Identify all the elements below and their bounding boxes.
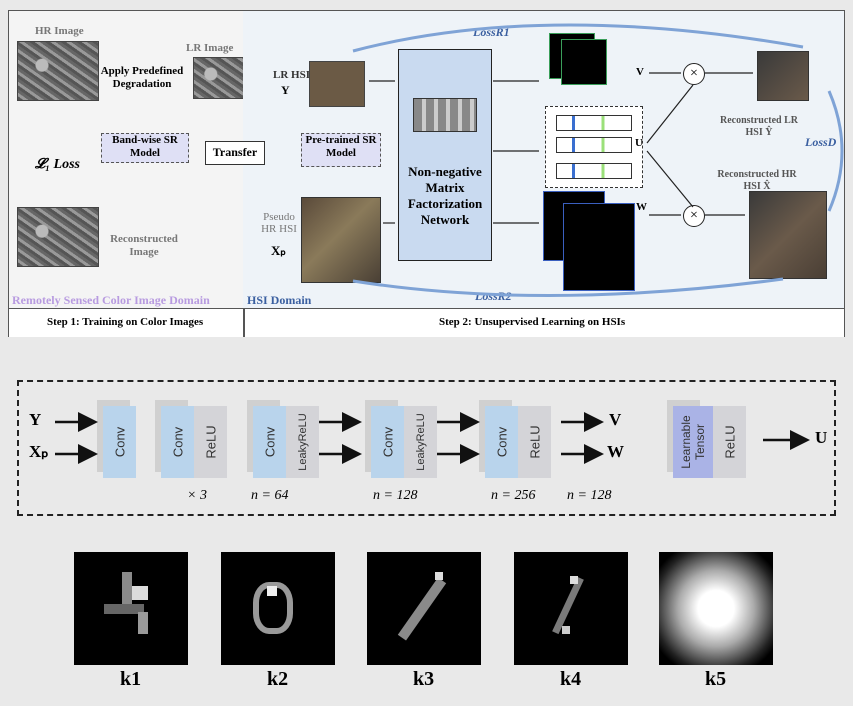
relu-layer-2: ReLU <box>518 406 551 478</box>
color-domain-label: Remotely Sensed Color Image Domain <box>12 293 210 307</box>
loss-r2-label: LossR2 <box>475 289 512 303</box>
output-v: V <box>609 410 622 429</box>
lr-image-label: LR Image <box>186 42 234 54</box>
network-architecture: Y Xₚ Conv Conv ReLU × 3 Conv LeakyReLU n… <box>17 380 836 516</box>
multiply-top: × <box>683 63 705 85</box>
v-maps-front <box>561 39 607 85</box>
recon-hr-cube <box>749 191 827 279</box>
l1-loss-label: 𝓛₁ Loss <box>35 157 81 172</box>
nmf-network-box: Non-negative Matrix Factorization Networ… <box>398 49 492 261</box>
recon-hr-label: Reconstructed HR HSI X̂ <box>717 169 797 192</box>
conv-layer-2: Conv <box>161 406 194 478</box>
nmf-label: Non-negative Matrix Factorization Networ… <box>407 164 483 227</box>
flow-arrows <box>352 23 844 298</box>
u-matrix-box <box>545 106 643 188</box>
figure-footer: Step 1: Training on Color Images Step 2:… <box>9 308 844 337</box>
pseudo-hr-cube <box>301 197 381 283</box>
v-symbol: V <box>636 66 644 78</box>
u-symbol: U <box>635 137 643 149</box>
input-y: Y <box>29 410 42 429</box>
reconstructed-image-label: Reconstructed Image <box>110 233 178 258</box>
pipeline-figure: HR Image LR Image Apply Predefined Degra… <box>8 10 845 337</box>
conv-layer-3: Conv <box>253 406 286 478</box>
kernel-3-label: k3 <box>413 668 435 690</box>
footer-separator <box>243 309 245 337</box>
bandwise-sr-model: Band-wise SR Model <box>101 133 189 163</box>
hsi-domain-label: HSI Domain <box>247 293 312 307</box>
kernel-3 <box>367 552 481 665</box>
n128-note-b: n = 128 <box>567 488 612 503</box>
hr-image-label: HR Image <box>35 25 84 37</box>
recon-lr-label: Reconstructed LR HSI Ŷ <box>719 115 799 138</box>
pretrained-sr-model: Pre-trained SR Model <box>301 133 381 167</box>
kernel-1 <box>74 552 188 665</box>
conv-layer-5: Conv <box>485 406 518 478</box>
kernel-4-label: k4 <box>560 668 582 690</box>
leaky-layer-2: LeakyReLU <box>404 406 437 478</box>
network-icon <box>413 98 477 132</box>
u-row-2 <box>556 137 632 153</box>
lr-image <box>193 57 251 99</box>
output-w: W <box>607 442 624 461</box>
w-symbol: W <box>636 201 647 213</box>
n256-note: n = 256 <box>491 488 536 503</box>
conv-layer-4: Conv <box>371 406 404 478</box>
step1-panel: HR Image LR Image Apply Predefined Degra… <box>9 11 251 308</box>
leaky-layer-1: LeakyReLU <box>286 406 319 478</box>
footer-step1: Step 1: Training on Color Images <box>47 316 204 328</box>
times3-note: × 3 <box>187 488 207 503</box>
output-u: U <box>815 428 828 447</box>
u-row-1 <box>556 115 632 131</box>
learnable-tensor: Learnable Tensor <box>673 406 713 478</box>
step2-panel: LR HSI Y Pre-trained SR Model Pseudo HR … <box>243 11 844 308</box>
lr-hsi-label: LR HSI <box>273 69 310 81</box>
kernel-1-label: k1 <box>120 668 142 690</box>
lr-hsi-cube <box>309 61 365 107</box>
xp-symbol: Xₚ <box>271 243 286 258</box>
n128-note-a: n = 128 <box>373 488 418 503</box>
hr-image <box>17 41 99 101</box>
footer-step2: Step 2: Unsupervised Learning on HSIs <box>439 316 626 328</box>
n64-note: n = 64 <box>251 488 289 503</box>
multiply-bottom: × <box>683 205 705 227</box>
degradation-label: Apply Predefined Degradation <box>100 65 184 90</box>
kernel-5 <box>659 552 773 665</box>
loss-d-label: LossD <box>805 135 837 149</box>
y-symbol: Y <box>281 83 290 97</box>
pseudo-hr-label: Pseudo HR HSI <box>261 211 297 235</box>
kernel-2 <box>221 552 335 665</box>
reconstructed-image <box>17 207 99 267</box>
kernel-4 <box>514 552 628 665</box>
relu-layer-1: ReLU <box>194 406 227 478</box>
conv-layer-1: Conv <box>103 406 136 478</box>
kernel-2-label: k2 <box>267 668 289 690</box>
network-arrows <box>55 412 810 464</box>
transfer-arrow: Transfer <box>205 141 265 165</box>
recon-lr-cube <box>757 51 809 101</box>
w-maps-front <box>563 203 635 291</box>
relu-layer-3: ReLU <box>713 406 746 478</box>
u-row-3 <box>556 163 632 179</box>
input-xp: Xₚ <box>29 442 49 461</box>
kernel-5-label: k5 <box>705 668 727 690</box>
